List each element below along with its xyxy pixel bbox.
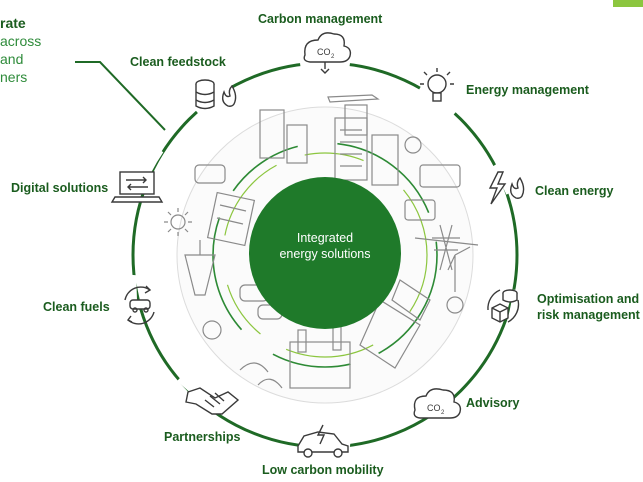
center-line-1: Integrated — [296, 231, 354, 245]
intro-line-2: across — [0, 33, 42, 49]
label-low-carbon-mobility: Low carbon mobility — [262, 463, 384, 477]
lightning-flame-icon — [488, 171, 525, 205]
coins-box-icon — [487, 289, 520, 323]
co2-advisory-sub: 2 — [441, 410, 445, 416]
label-clean-fuels: Clean fuels — [43, 300, 110, 314]
center-circle — [249, 177, 401, 329]
intro-line-4: ners — [0, 69, 28, 85]
label-clean-feedstock: Clean feedstock — [130, 55, 226, 69]
label-digital-solutions: Digital solutions — [11, 181, 109, 195]
database-flame-icon — [195, 79, 237, 110]
ev-car-icon — [297, 424, 349, 458]
label-clean-energy: Clean energy — [535, 184, 614, 198]
label-partnerships: Partnerships — [164, 430, 241, 444]
label-optimisation-line-2: risk management — [537, 308, 640, 322]
co2-top-text: CO — [317, 47, 331, 57]
label-optimisation-line-1: Optimisation and — [537, 292, 640, 306]
co2-top-sub: 2 — [331, 54, 335, 60]
corner-accent — [613, 0, 643, 7]
label-energy-management: Energy management — [466, 83, 589, 97]
intro-line-1: rate — [0, 15, 26, 31]
co2-advisory-text: CO — [427, 403, 441, 413]
label-carbon-management: Carbon management — [258, 12, 383, 26]
label-advisory: Advisory — [466, 396, 520, 410]
intro-connector — [75, 61, 166, 131]
handshake-icon — [185, 387, 240, 415]
center-title: Integrated energy solutions — [260, 230, 390, 262]
center-line-2: energy solutions — [279, 247, 371, 261]
laptop-icon — [110, 171, 164, 203]
co2-cloud-advisory-icon — [413, 388, 462, 419]
recycle-car-icon — [124, 285, 155, 325]
inner-arc-light — [222, 152, 428, 358]
label-optimisation: Optimisation and risk management — [537, 291, 640, 323]
intro-text: rate across and ners — [0, 14, 41, 86]
intro-line-3: and — [0, 51, 24, 67]
co2-cloud-icon — [303, 32, 352, 74]
lightbulb-icon — [420, 68, 454, 102]
